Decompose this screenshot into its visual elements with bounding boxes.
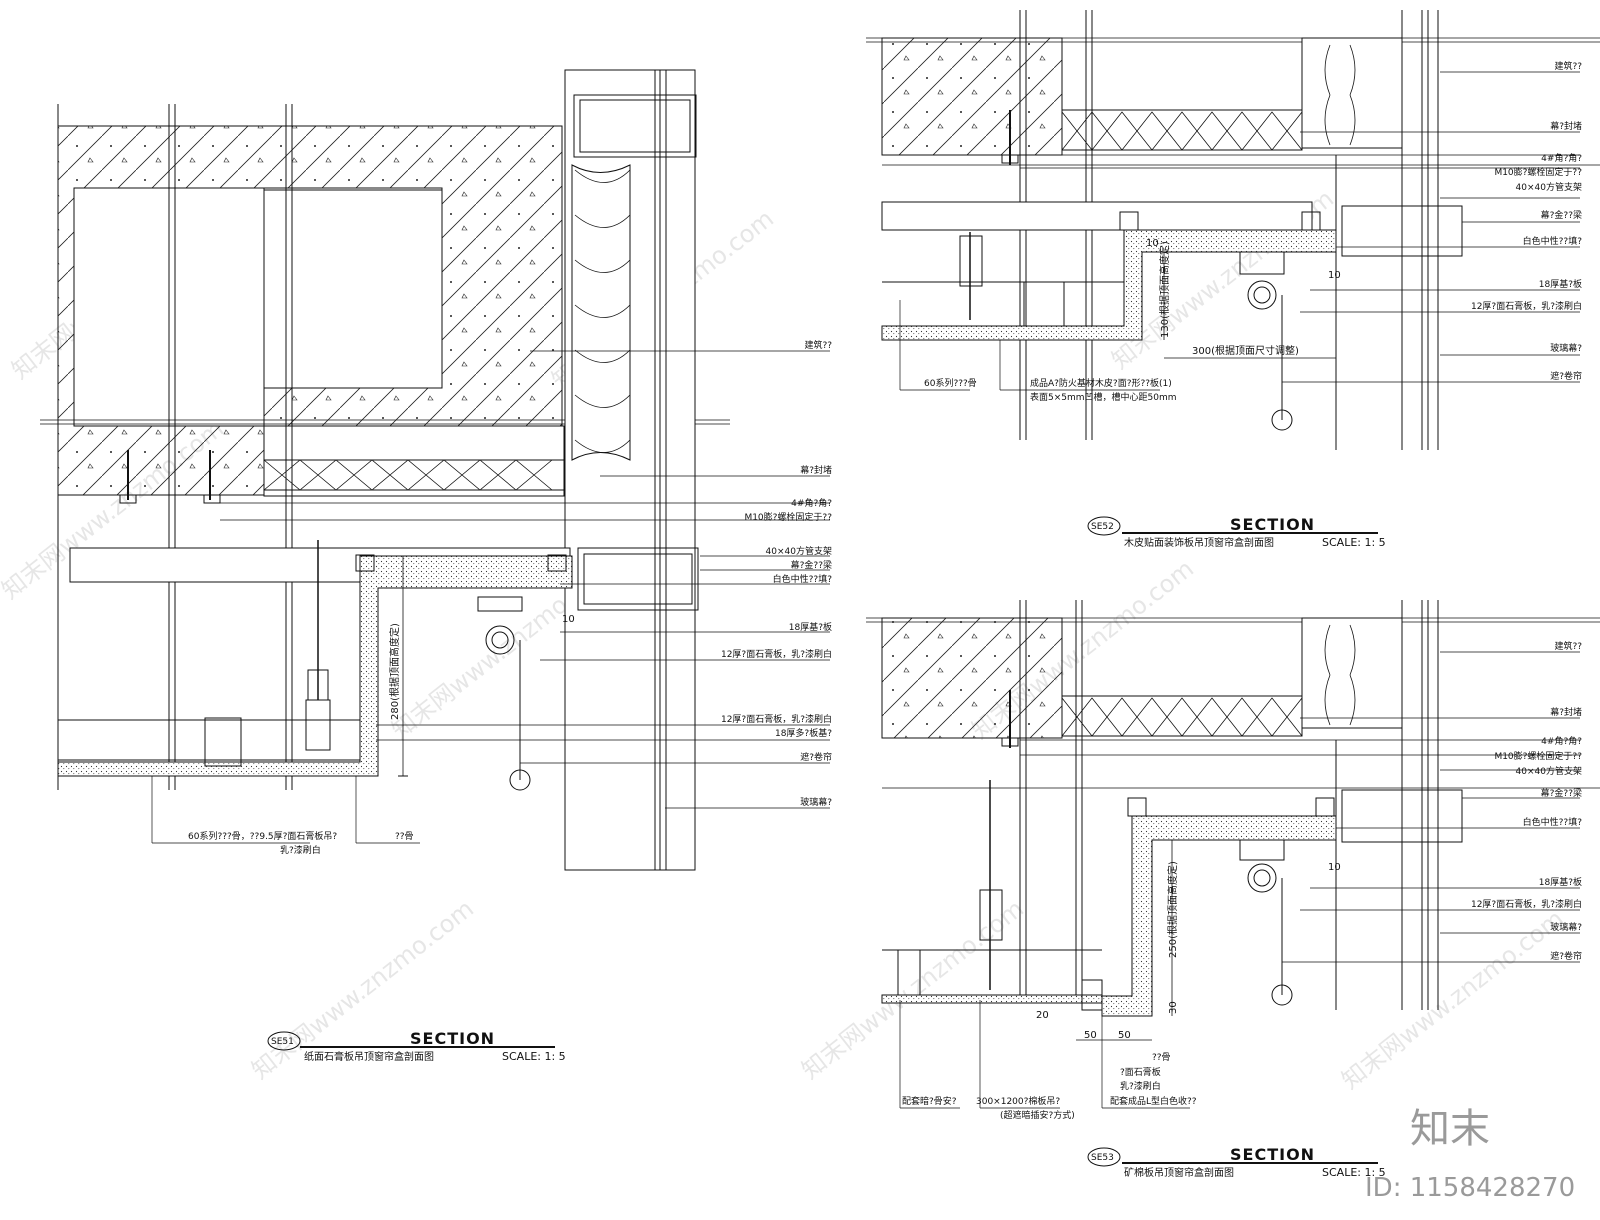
section-heading: SECTION [410,1029,495,1048]
label-text: M10膨?螺栓固定于?? [1494,750,1582,762]
label-text: 12厚?面石膏板，乳?漆刷白 [1471,898,1582,910]
label-text: 乳?漆刷白 [280,844,321,856]
label-text: M10膨?螺栓固定于?? [744,511,832,523]
label-text: M10膨?螺栓固定于?? [1494,166,1582,178]
dimension-text: 130(根据顶面高度定) [1158,241,1171,338]
drawing-tag: SE52 [1091,522,1114,532]
label-text: 幕?封堵 [800,464,832,476]
label-text: 遮?卷帘 [1550,950,1582,962]
label-text: 玻璃幕? [1550,921,1582,933]
dimension-text: 50 [1118,1030,1131,1041]
label-text: 40×40方管支架 [1516,181,1582,193]
dimension-text: 280(根据顶面高度定) [388,623,401,720]
label-text: 白色中性??填? [1523,816,1583,828]
label-text: 幕?金??梁 [1541,787,1582,799]
label-text: 4#角?角? [1541,735,1582,747]
section-se52 [866,10,1600,450]
label-text: 表面5×5mm凹槽，槽中心距50mm [1030,391,1177,403]
label-text: 遮?卷帘 [800,751,832,763]
drawing-scale: SCALE: 1: 5 [1322,536,1386,549]
label-text: 幕?金??梁 [791,559,832,571]
label-text: 建筑?? [1554,60,1582,72]
drawing-scale: SCALE: 1: 5 [1322,1166,1386,1179]
drawing-tag: SE53 [1091,1153,1114,1163]
dimension-text: 300(根据顶面尺寸调整) [1192,344,1299,357]
dimension-text: 10 [562,614,575,625]
label-text: 40×40方管支架 [766,545,832,557]
se52-labels: 建筑?? 幕?封堵 4#角?角? M10膨?螺栓固定于?? 40×40方管支架 … [924,60,1582,403]
drawing-tag: SE51 [271,1037,294,1047]
label-text: 遮?卷帘 [1550,370,1582,382]
drawing-scale: SCALE: 1: 5 [502,1050,566,1063]
dimension-text: 50 [1084,1030,1097,1041]
label-text: 60系列???骨，??9.5厚?面石膏板吊? [188,830,337,842]
drawing-title: 木皮贴面装饰板吊顶窗帘盒剖面图 [1124,536,1274,549]
label-text: 白色中性??填? [1523,235,1583,247]
label-text: 建筑?? [804,339,832,351]
label-text: ?面石膏板 [1120,1066,1161,1078]
label-text: 18厚基?板 [1539,278,1582,290]
dimension-text: 10 [1146,238,1159,249]
label-text: ??骨 [1152,1052,1171,1063]
label-text: 配套暗?骨安? [902,1095,957,1107]
id-text: ID: 1158428270 [1365,1173,1575,1203]
label-text: 幕?封堵 [1550,120,1582,132]
label-text: 幕?金??梁 [1541,209,1582,221]
se53-labels: 建筑?? 幕?封堵 4#角?角? M10膨?螺栓固定于?? 40×40方管支架 … [902,640,1582,1121]
label-text: 建筑?? [1554,640,1582,652]
label-text: 4#角?角? [1541,152,1582,164]
label-text: 60系列???骨 [924,377,977,389]
dimension-text: 10 [1328,270,1341,281]
se52-caption: SE52 SECTION 木皮贴面装饰板吊顶窗帘盒剖面图 SCALE: 1: 5 [1087,515,1386,549]
label-text: 12厚?面石膏板，乳?漆刷白 [721,713,832,725]
drawing-title: 矿棉板吊顶窗帘盒剖面图 [1124,1166,1234,1179]
label-text: 12厚?面石膏板，乳?漆刷白 [1471,300,1582,312]
label-text: 成品A?防火基材木皮?面?形??板(1) [1030,377,1172,389]
brand-logo-text: 知末 [1410,1106,1490,1152]
watermark-text: 知末网www.znzmo.com [796,894,1029,1084]
label-text: ??骨 [395,831,414,842]
label-text: 12厚?面石膏板，乳?漆刷白 [721,648,832,660]
label-text: 18厚多?板基? [775,727,832,739]
dimension-text: 10 [1328,862,1341,873]
se51-caption: SE51 SECTION 纸面石膏板吊顶窗帘盒剖面图 SCALE: 1: 5 [267,1029,566,1063]
label-text: 4#角?角? [791,497,832,509]
label-text: 幕?封堵 [1550,706,1582,718]
label-text: 40×40方管支架 [1516,765,1582,777]
label-text: 18厚基?板 [789,621,832,633]
label-text: 乳?漆刷白 [1120,1080,1161,1092]
section-se51 [40,69,830,871]
label-text: 玻璃幕? [1550,342,1582,354]
se51-labels: 建筑?? 幕?封堵 4#角?角? M10膨?螺栓固定于?? 40×40方管支架 … [188,339,832,856]
label-text: 白色中性??填? [773,573,833,585]
drawing-title: 纸面石膏板吊顶窗帘盒剖面图 [304,1050,434,1063]
section-heading: SECTION [1230,1145,1315,1164]
section-heading: SECTION [1230,515,1315,534]
label-text: 玻璃幕? [800,796,832,808]
dimension-text: 30 [1168,1001,1179,1014]
dimension-text: 250(根据顶面高度定) [1166,861,1179,958]
dimension-text: 20 [1036,1010,1049,1021]
label-text: (超遮暗插安?方式) [1000,1109,1075,1121]
label-text: 18厚基?板 [1539,876,1582,888]
label-text: 300×1200?棉板吊? [976,1095,1060,1107]
section-se53 [866,600,1600,1109]
se53-caption: SE53 SECTION 矿棉板吊顶窗帘盒剖面图 SCALE: 1: 5 [1087,1145,1386,1179]
label-text: 配套成品L型白色收?? [1110,1095,1197,1107]
